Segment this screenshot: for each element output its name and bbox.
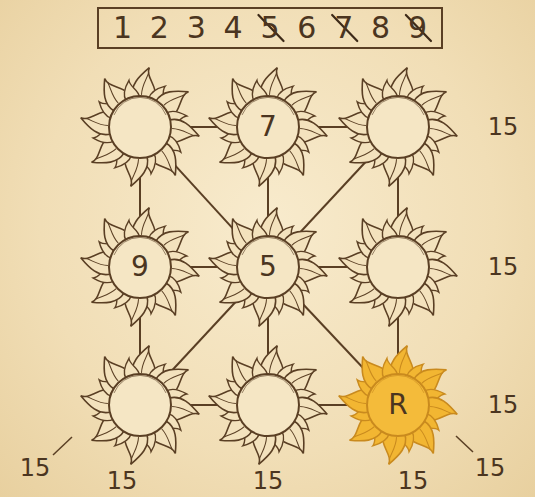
sum-label: 15 xyxy=(488,115,519,139)
sum-label: 15 xyxy=(398,469,429,493)
cell-value: R xyxy=(388,391,407,419)
sum-label: 15 xyxy=(253,469,284,493)
candidate-digit: 1 xyxy=(113,13,132,43)
candidate-digit: 8 xyxy=(371,13,390,43)
cell-value: 9 xyxy=(131,253,149,281)
candidate-digit: 9 xyxy=(408,13,427,43)
golden-sun: R xyxy=(366,373,430,437)
candidate-digit: 2 xyxy=(150,13,169,43)
candidate-digit: 3 xyxy=(187,13,206,43)
cell-value: 5 xyxy=(259,253,277,281)
candidate-digit: 7 xyxy=(334,13,353,43)
sun-cell: 9 xyxy=(108,235,172,299)
candidate-digit: 6 xyxy=(297,13,316,43)
sun-cell: 7 xyxy=(236,95,300,159)
leader-line xyxy=(53,437,72,455)
sum-label: 15 xyxy=(107,469,138,493)
sun-picture xyxy=(70,335,210,475)
sun-cell xyxy=(236,373,300,437)
leader-line xyxy=(456,436,473,452)
sun-cell xyxy=(108,95,172,159)
candidate-digit: 4 xyxy=(224,13,243,43)
sun-picture xyxy=(328,57,468,197)
sun-picture xyxy=(198,335,338,475)
sun-picture xyxy=(70,57,210,197)
sun-cell xyxy=(108,373,172,437)
sum-label: 15 xyxy=(475,456,506,480)
cell-value: 7 xyxy=(259,113,277,141)
sun-cell: 5 xyxy=(236,235,300,299)
sun-picture xyxy=(328,197,468,337)
candidate-digit: 5 xyxy=(260,13,279,43)
sun-cell xyxy=(366,95,430,159)
sum-label: 15 xyxy=(488,393,519,417)
number-box: 123456789 xyxy=(97,7,443,49)
sum-label: 15 xyxy=(20,456,51,480)
sun-cell xyxy=(366,235,430,299)
sum-label: 15 xyxy=(488,255,519,279)
